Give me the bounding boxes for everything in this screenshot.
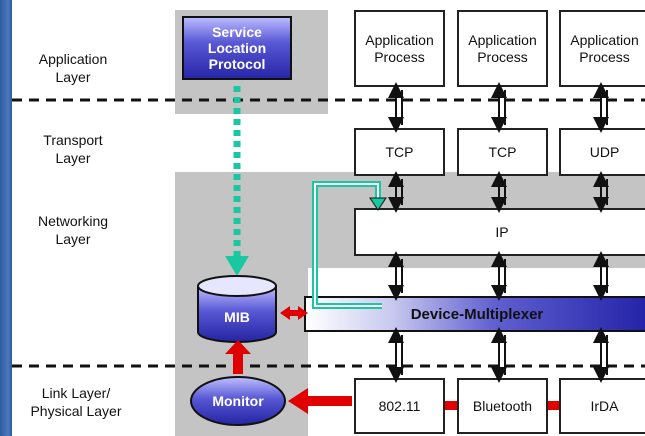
- wifi-to-monitor-red-arrow: [288, 388, 352, 414]
- slp-to-mib-arrowhead: [225, 256, 249, 276]
- application-process-3: Application Process: [559, 10, 645, 87]
- mux-to-ip-green-path: [312, 181, 382, 309]
- mib-database-icon: [197, 275, 277, 343]
- diagram-overlay: [12, 82, 645, 426]
- mux-to-ip-green-path-inner: [314, 183, 382, 307]
- bluetooth-box: Bluetooth: [457, 378, 548, 434]
- application-layer-label: Application Layer: [38, 51, 108, 85]
- monitor-to-mib-red-arrow: [225, 340, 251, 374]
- monitor-label: Monitor: [212, 393, 264, 409]
- diagram-panel: Application Layer Transport Layer Networ…: [12, 0, 645, 436]
- tcp-box-1: TCP: [354, 128, 445, 176]
- mib-mux-red-arrow: [280, 306, 308, 320]
- link-layer-label: Link Layer/ Physical Layer: [30, 385, 122, 419]
- application-process-2: Application Process: [457, 10, 548, 87]
- bluetooth-irda-red-link: [548, 401, 559, 410]
- device-multiplexer-bar: Device-Multiplexer: [304, 296, 645, 332]
- irda-box: IrDA: [559, 378, 645, 434]
- monitor-ellipse: [190, 376, 286, 426]
- wifi-bluetooth-red-link: [445, 401, 457, 410]
- mux-link-arrows: [388, 327, 609, 383]
- tcp-box-2: TCP: [457, 128, 548, 176]
- transport-ip-arrows: [388, 171, 609, 213]
- app-tcp-arrows: [388, 82, 609, 133]
- mux-to-ip-green-arrowhead: [369, 197, 387, 211]
- transport-layer-label: Transport Layer: [43, 132, 103, 166]
- ip-mux-arrows: [388, 251, 609, 301]
- networking-layer-label: Networking Layer: [37, 213, 109, 247]
- slp-box: Service Location Protocol: [182, 16, 292, 80]
- mib-label: MIB: [224, 309, 250, 325]
